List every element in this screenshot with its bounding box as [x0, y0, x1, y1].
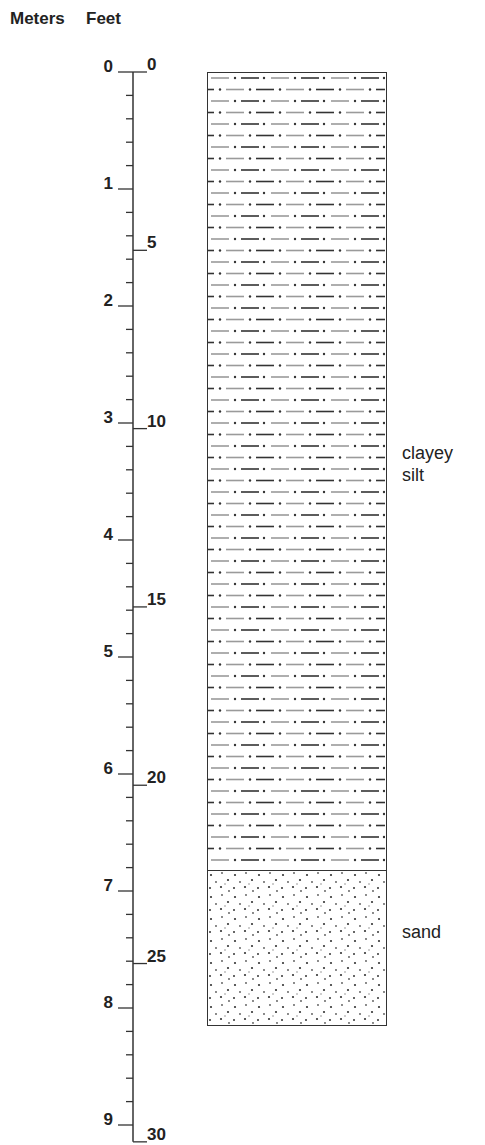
scale-number: 6 [104, 760, 113, 777]
silt-layer: clayey silt [207, 72, 387, 871]
scale-number: 25 [147, 947, 166, 964]
scale-number: 1 [104, 175, 113, 192]
scale-number: 0 [147, 56, 156, 73]
scale-heading: Feet [86, 10, 121, 27]
scale-number: 15 [147, 590, 166, 607]
scale-number: 8 [104, 994, 113, 1011]
scale-number: 5 [104, 643, 113, 660]
scale-number: 3 [104, 409, 113, 426]
scale-number: 9 [104, 1111, 113, 1128]
scale-number: 7 [104, 877, 113, 894]
scale-number: 0 [104, 58, 113, 75]
layer-pattern [208, 871, 385, 1024]
scale-number: 10 [147, 412, 166, 429]
scale-number: 5 [147, 234, 156, 251]
sand-layer: sand [207, 870, 387, 1026]
scale-number: 4 [104, 526, 113, 543]
layer-pattern [208, 73, 385, 869]
scale-number: 2 [104, 292, 113, 309]
depth-scale [118, 72, 147, 1142]
scale-number: 20 [147, 769, 166, 786]
scale-number: 30 [147, 1125, 166, 1142]
layer-label: clayey silt [402, 443, 464, 486]
scale-heading: Meters [10, 10, 65, 27]
layer-label: sand [402, 922, 464, 944]
